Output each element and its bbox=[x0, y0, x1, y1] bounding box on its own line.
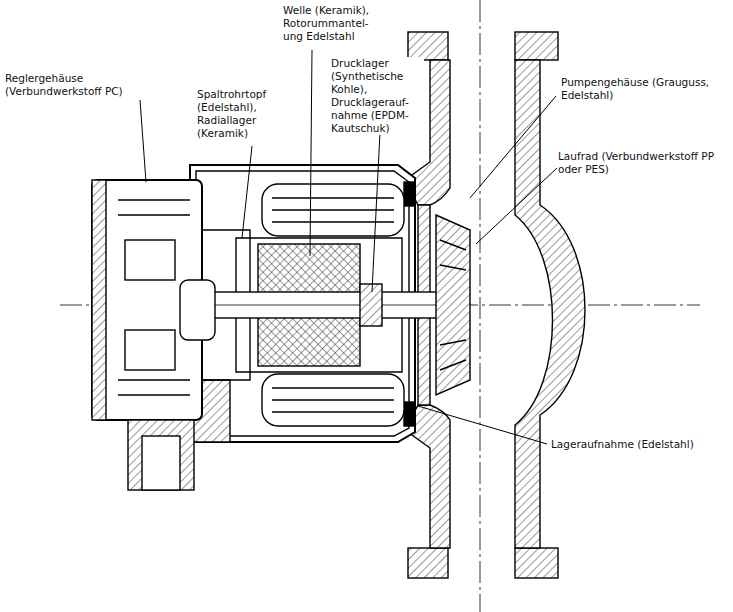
part-label: Laufrad (Verbundwerkstoff PP oder PES) bbox=[557, 150, 729, 176]
part-label: Pumpengehäuse (Grauguss, Edelstahl) bbox=[560, 76, 722, 102]
part-label: Lageraufnahme (Edelstahl) bbox=[550, 438, 695, 451]
part-label: Welle (Keramik), Rotorummantel- ung Edel… bbox=[282, 4, 392, 43]
part-label: Reglergehäuse (Verbundwerkstoff PC) bbox=[4, 72, 176, 98]
part-label: Spaltrohrtopf (Edelstahl), Radiallager (… bbox=[196, 88, 298, 140]
part-label: Drucklager (Synthetische Kohle), Druckla… bbox=[330, 57, 424, 135]
